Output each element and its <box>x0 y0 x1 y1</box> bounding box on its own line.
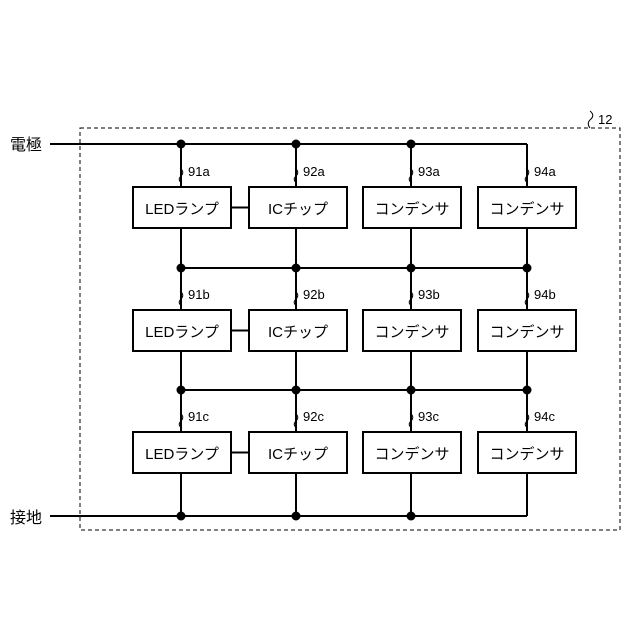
junction-dot <box>292 386 301 395</box>
component-label-94a: コンデンサ <box>489 200 564 218</box>
junction-dot <box>407 386 416 395</box>
junction-dot <box>407 140 416 149</box>
junction-dot <box>177 386 186 395</box>
ref-label-91b: 91b <box>188 287 210 302</box>
component-label-94c: コンデンサ <box>489 445 564 463</box>
ref-label-94c: 94c <box>534 409 555 424</box>
ref-label-93b: 93b <box>418 287 440 302</box>
ground-label: 接地 <box>10 509 42 527</box>
junction-dot <box>177 140 186 149</box>
ref-label-93c: 93c <box>418 409 439 424</box>
junction-dot <box>292 512 301 521</box>
junction-dot <box>407 512 416 521</box>
junction-dot <box>292 264 301 273</box>
electrode-label: 電極 <box>10 136 42 154</box>
component-label-93a: コンデンサ <box>374 200 449 218</box>
junction-dot <box>177 512 186 521</box>
module-ref-label: 12 <box>598 112 612 127</box>
ref-label-91a: 91a <box>188 164 210 179</box>
junction-dot <box>177 264 186 273</box>
component-label-92c: ICチップ <box>268 446 328 463</box>
component-label-94b: コンデンサ <box>489 323 564 341</box>
component-label-91a: LEDランプ <box>145 201 219 218</box>
ref-label-92c: 92c <box>303 409 324 424</box>
component-label-92b: ICチップ <box>268 324 328 341</box>
ref-label-94b: 94b <box>534 287 556 302</box>
component-label-93c: コンデンサ <box>374 445 449 463</box>
ref-label-91c: 91c <box>188 409 209 424</box>
component-label-92a: ICチップ <box>268 201 328 218</box>
module-ref-leader <box>588 111 593 128</box>
component-label-91c: LEDランプ <box>145 446 219 463</box>
ref-label-93a: 93a <box>418 164 440 179</box>
ref-label-92b: 92b <box>303 287 325 302</box>
junction-dot <box>407 264 416 273</box>
component-grid: LEDランプ91aLEDランプ91bLEDランプ91cICチップ92aICチップ… <box>133 140 576 521</box>
junction-dot <box>523 386 532 395</box>
junction-dot <box>292 140 301 149</box>
ref-label-92a: 92a <box>303 164 325 179</box>
junction-dot <box>523 264 532 273</box>
component-label-93b: コンデンサ <box>374 323 449 341</box>
component-label-91b: LEDランプ <box>145 324 219 341</box>
ref-label-94a: 94a <box>534 164 556 179</box>
